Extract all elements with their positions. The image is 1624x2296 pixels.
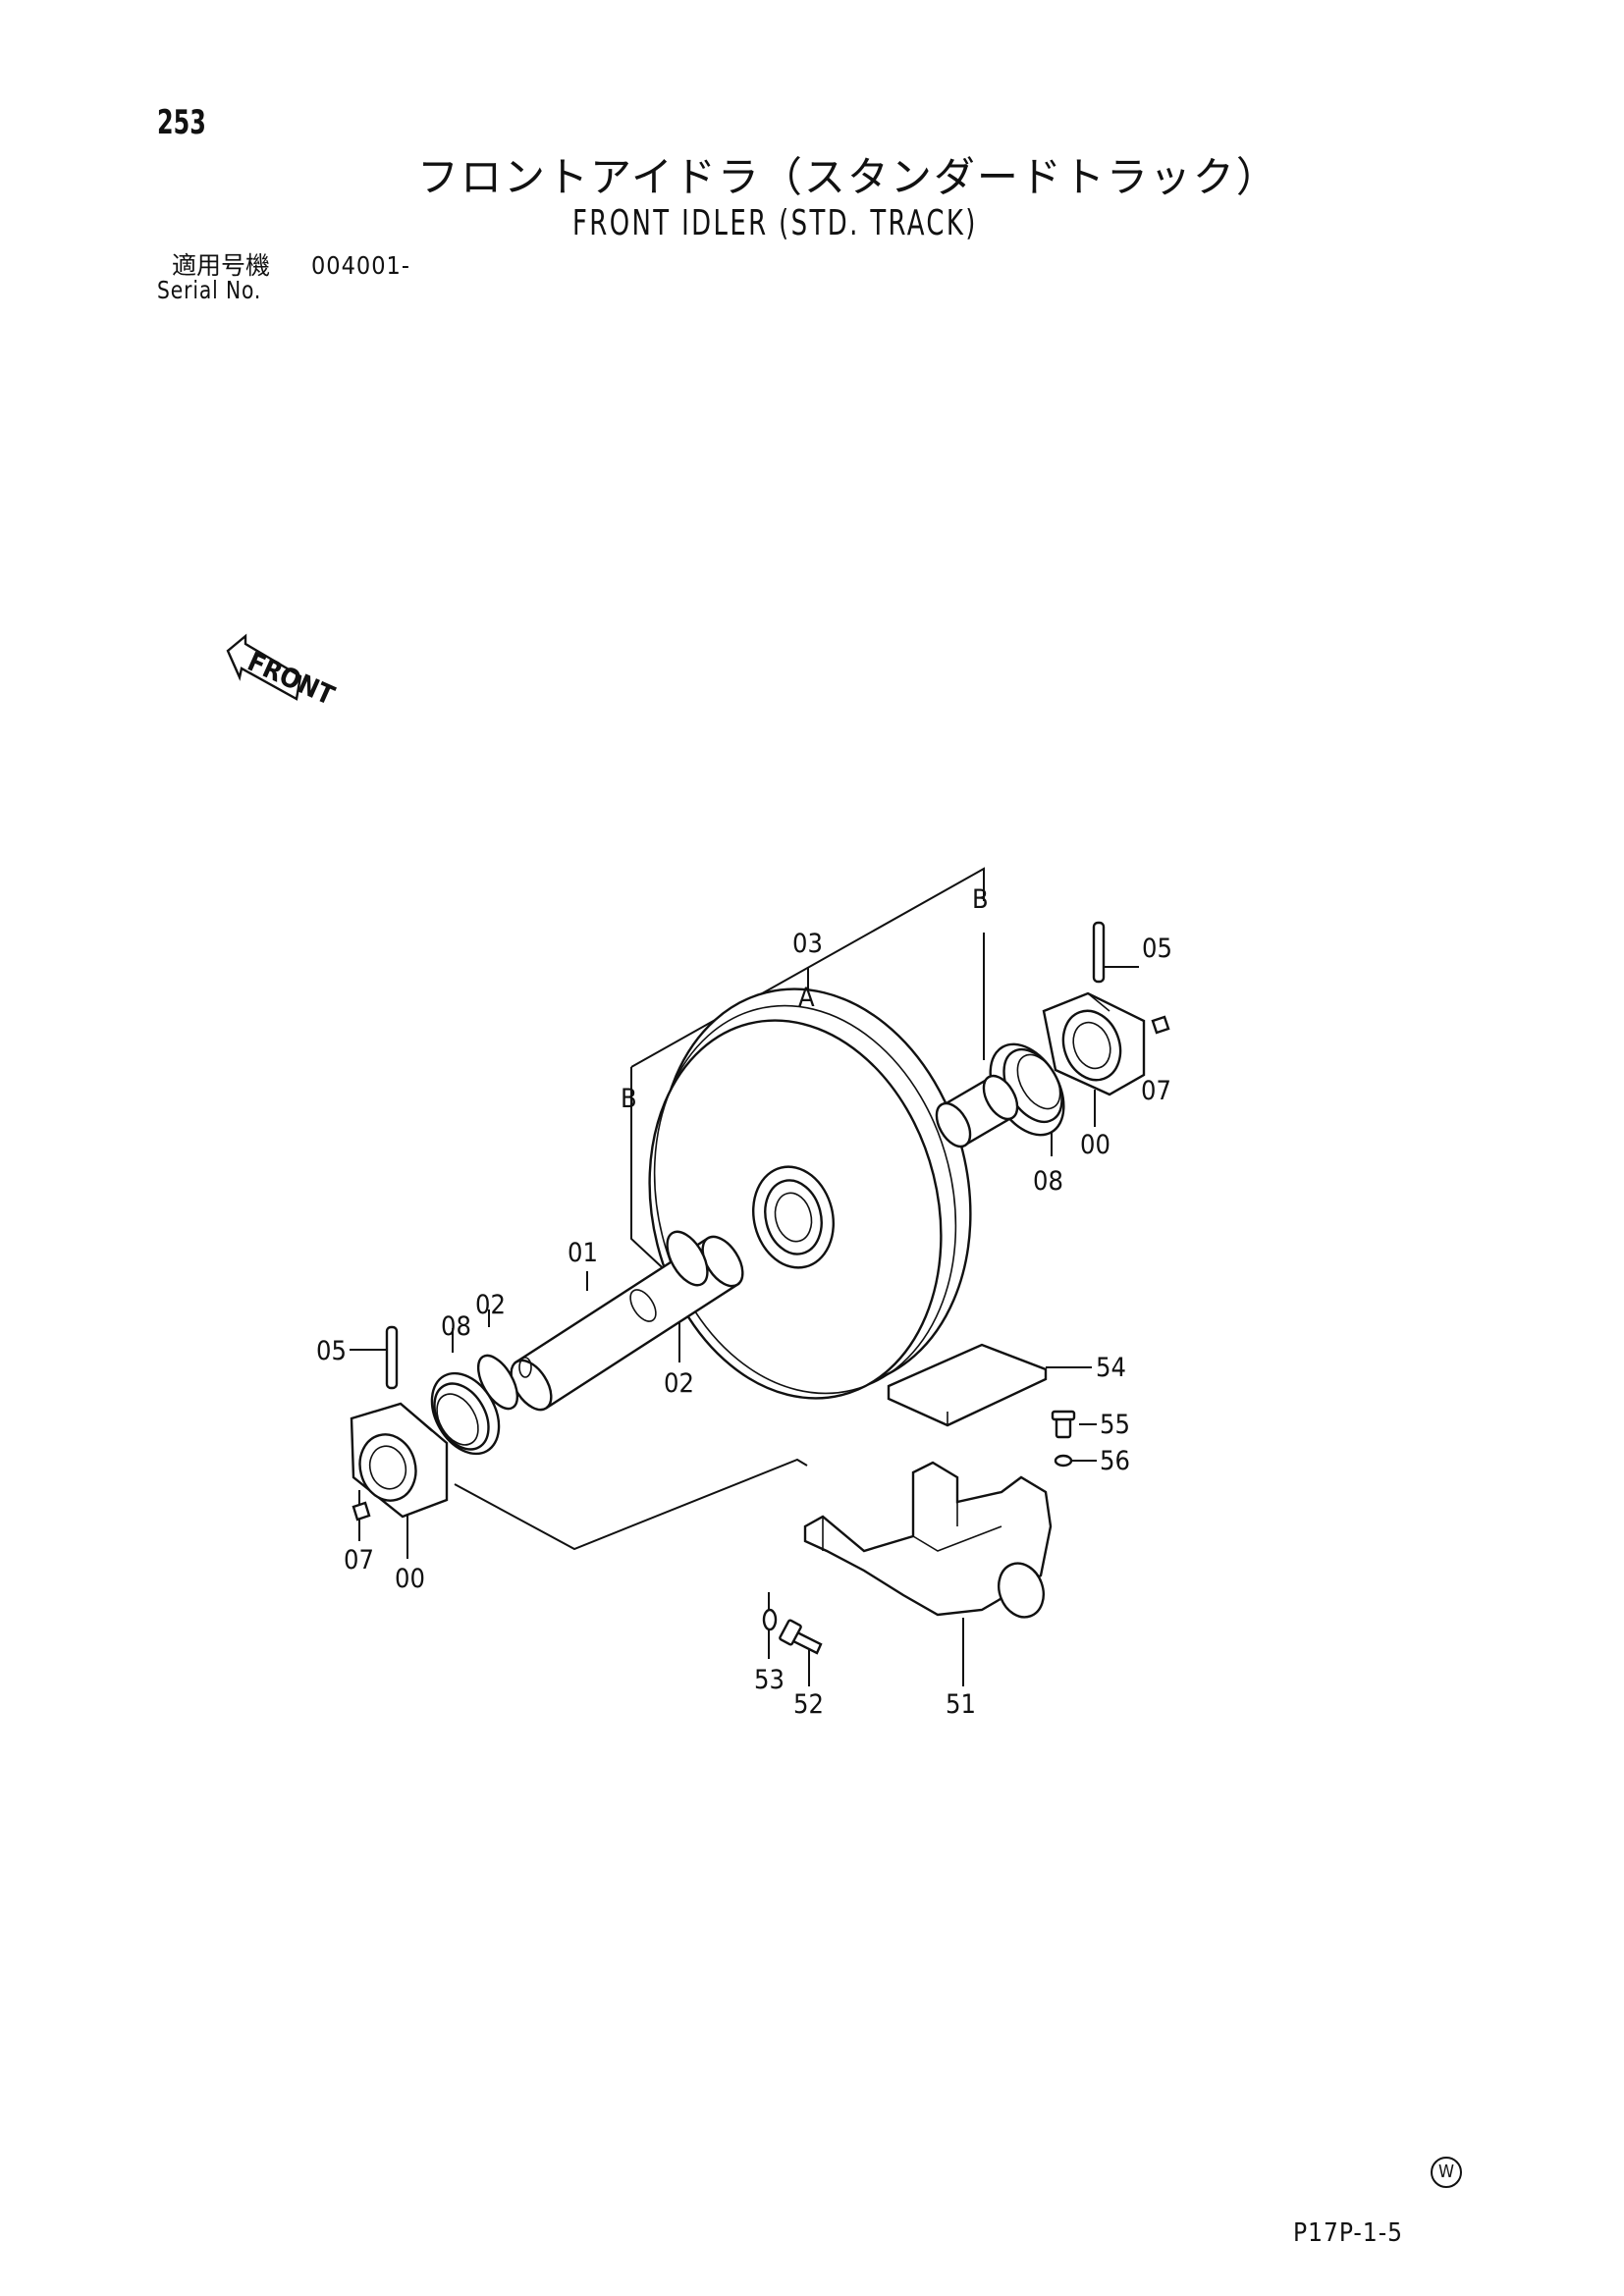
callout-labels: 03 A B B 05 07 00 08 01 02 02 08 05 07 0… [316,884,1172,1720]
callout-51: 51 [946,1689,976,1720]
serial-label-english: Serial No. [157,276,262,304]
manufacturer-mark-icon: W [1431,2157,1462,2188]
page-reference: P17P-1-5 [1293,2218,1404,2248]
spring-pin-left [385,1325,399,1390]
callout-08-right: 08 [1033,1166,1063,1197]
title-english: FRONT IDLER (STD. TRACK) [572,203,978,243]
callout-00-left: 00 [395,1564,425,1594]
front-arrow-label: FRONT [243,647,339,712]
front-arrow-icon: FRONT [226,633,339,712]
callout-00-right: 00 [1080,1130,1110,1160]
page-number: 253 [157,103,206,142]
callout-08-left: 08 [441,1311,471,1342]
callout-B-left: B [621,1084,637,1114]
callout-05-right: 05 [1142,934,1172,964]
callout-56: 56 [1100,1446,1130,1476]
lock-washer-53 [762,1608,778,1631]
serial-label-japanese: 適用号機 [172,251,271,280]
grease-fitting-right [1151,1015,1170,1035]
spring-pin-right [1092,921,1106,984]
washer-56 [1054,1454,1073,1468]
bolt-55 [1051,1410,1076,1439]
callout-07-right: 07 [1141,1076,1171,1106]
idler-yoke [803,1461,1053,1619]
idler-shaft [510,1235,744,1412]
cover-plate [887,1343,1048,1427]
idler-wheel [648,988,972,1400]
callout-05-left: 05 [316,1336,347,1366]
callout-A: A [798,983,815,1013]
callout-02-right: 02 [664,1368,694,1399]
bolt-52 [779,1619,823,1655]
callout-01: 01 [568,1238,598,1268]
support-bracket-left [350,1402,449,1519]
serial-value: 004001- [311,251,410,280]
callout-55: 55 [1100,1410,1130,1440]
floating-seal-left [430,1371,501,1456]
callout-54: 54 [1096,1353,1126,1383]
callout-03: 03 [792,929,823,959]
callout-53: 53 [754,1665,785,1695]
callout-B-right: B [972,884,989,915]
callout-52: 52 [793,1689,824,1720]
callout-07-left: 07 [344,1545,374,1575]
callout-02-left: 02 [475,1290,506,1320]
support-bracket-right [1042,991,1146,1096]
collar-right [935,1074,1019,1148]
title-japanese: フロントアイドラ（スタンダードトラック） [417,153,1279,201]
grease-fitting-left [352,1501,371,1522]
